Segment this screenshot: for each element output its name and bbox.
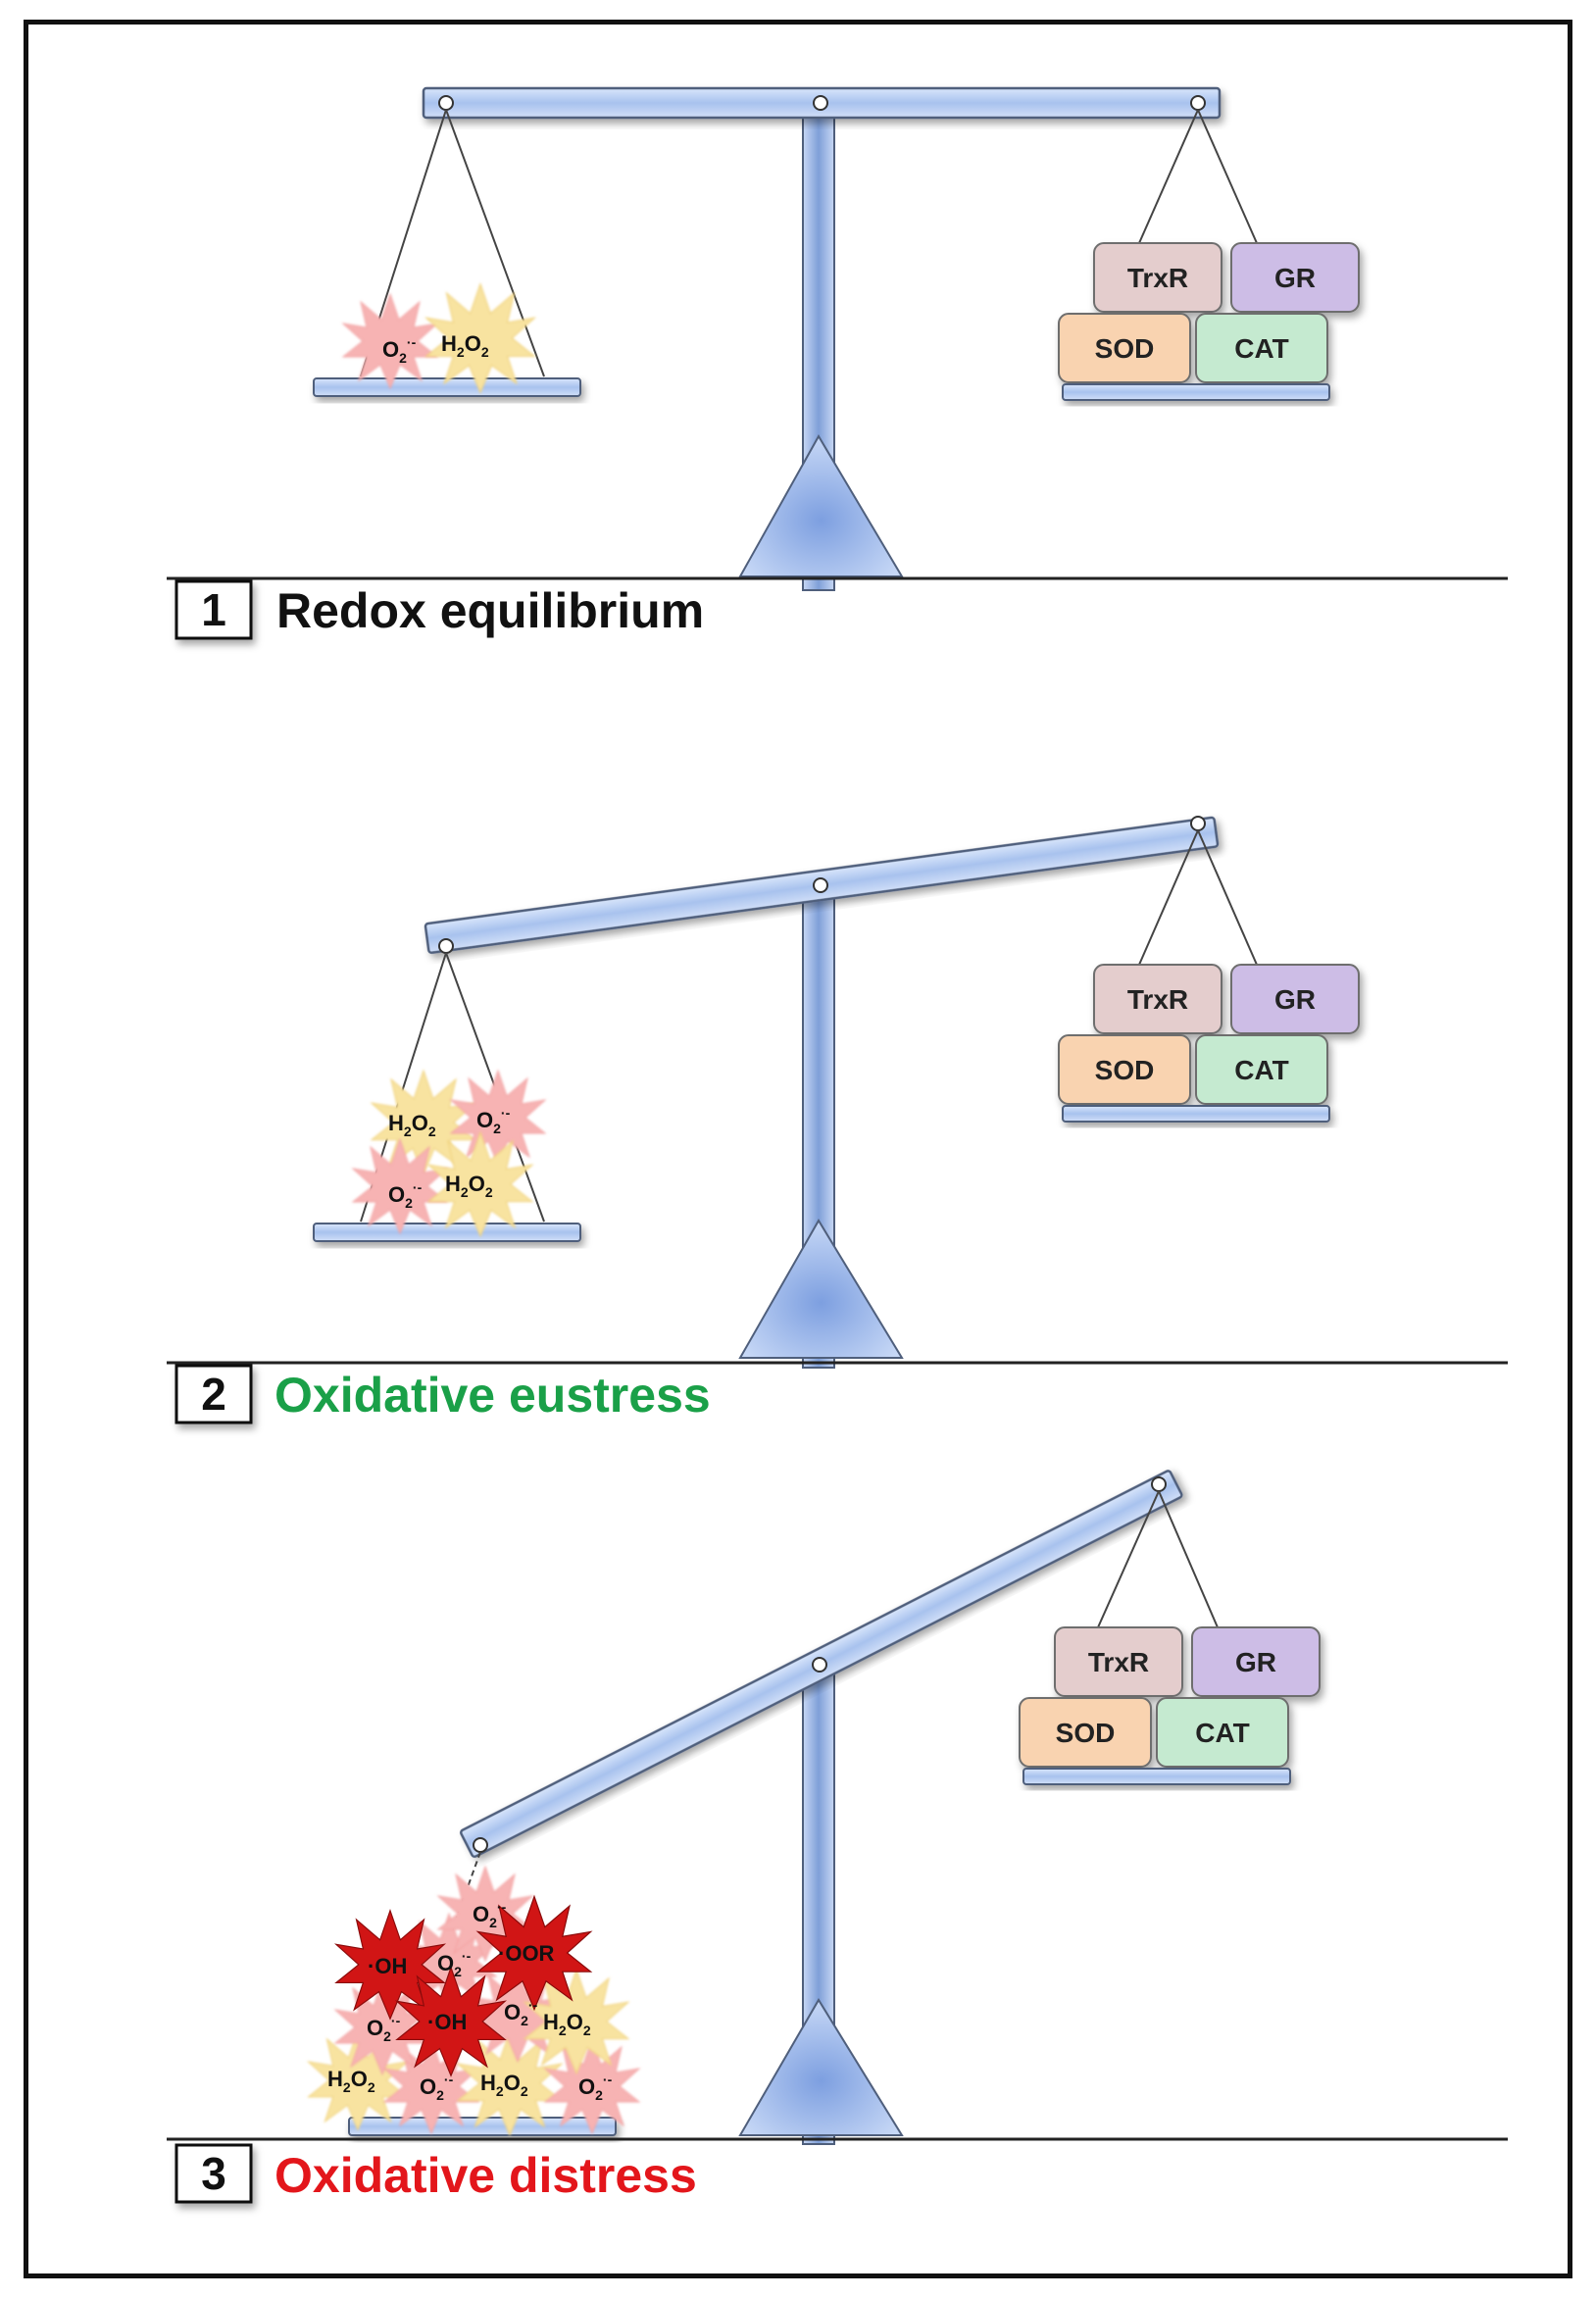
state-number-box (175, 2143, 253, 2204)
superoxide-label: O2·- (382, 334, 417, 366)
superoxide-label: O2·- (437, 1948, 472, 1979)
peroxyl-label: ·OOR (498, 1941, 555, 1966)
state-title: Oxidative distress (274, 2148, 697, 2203)
state-number: 2 (201, 1369, 226, 1420)
state-number: 3 (201, 2148, 226, 2199)
ros-labels-2: H2O2 O2·- O2·- H2O2 (388, 1105, 511, 1211)
peroxide-label: H2O2 (441, 331, 489, 360)
state-label-1: 1 Redox equilibrium (175, 579, 704, 640)
hydroxyl-label: ·OH (368, 1954, 407, 1978)
superoxide-label: O2·- (476, 1105, 511, 1136)
hydroxyl-label: ·OH (427, 2010, 467, 2034)
enzyme-sod: SOD (1095, 1055, 1155, 1085)
enzyme-stack-2: TrxR GR SOD CAT (1059, 965, 1359, 1122)
state-label-3: 3 Oxidative distress (175, 2143, 697, 2204)
state-label-2: 2 Oxidative eustress (175, 1364, 711, 1424)
enzyme-sod: SOD (1095, 333, 1155, 364)
state-title: Redox equilibrium (276, 583, 704, 638)
enzyme-trxr: TrxR (1088, 1647, 1149, 1677)
enzyme-stack-3: TrxR GR SOD CAT (1020, 1627, 1320, 1784)
superoxide-label: O2·- (420, 2072, 454, 2103)
enzyme-stack-1: TrxR GR SOD CAT (1059, 243, 1359, 400)
peroxide-label: H2O2 (543, 2010, 591, 2038)
ros-labels-1: O2·- H2O2 (382, 331, 489, 366)
state-number-box (175, 579, 253, 640)
superoxide-label: O2·- (504, 1997, 538, 2028)
scene-1-equilibrium (167, 86, 1508, 591)
fulcrum (738, 1219, 904, 1359)
peroxide-label: H2O2 (445, 1172, 493, 1200)
superoxide-label: O2·- (473, 1899, 507, 1930)
superoxide-label: O2·- (578, 2072, 613, 2103)
superoxide-label: O2·- (388, 1179, 423, 1211)
peroxide-label: H2O2 (327, 2067, 375, 2095)
fulcrum (738, 1998, 904, 2136)
fulcrum (738, 433, 904, 577)
figure-frame (24, 20, 1572, 2278)
enzyme-trxr: TrxR (1127, 263, 1188, 293)
enzyme-sod: SOD (1056, 1718, 1116, 1748)
state-title: Oxidative eustress (274, 1368, 711, 1423)
enzyme-cat: CAT (1234, 1055, 1288, 1085)
enzyme-gr: GR (1235, 1647, 1276, 1677)
enzyme-cat: CAT (1195, 1718, 1249, 1748)
enzyme-cat: CAT (1234, 333, 1288, 364)
peroxide-label: H2O2 (388, 1111, 436, 1139)
enzyme-trxr: TrxR (1127, 984, 1188, 1015)
state-number: 1 (201, 584, 226, 635)
enzyme-gr: GR (1274, 263, 1316, 293)
state-number-box (175, 1364, 253, 1424)
ros-labels-3: O2·- ·OH O2·- ·OOR O2·- ·OH O2·- H2O2 H2… (327, 1899, 613, 2103)
scene-3-distress (167, 1470, 1508, 2145)
enzyme-gr: GR (1274, 984, 1316, 1015)
peroxide-label: H2O2 (480, 2071, 528, 2099)
scene-2-eustress (167, 816, 1508, 1369)
superoxide-label: O2·- (367, 2013, 401, 2044)
